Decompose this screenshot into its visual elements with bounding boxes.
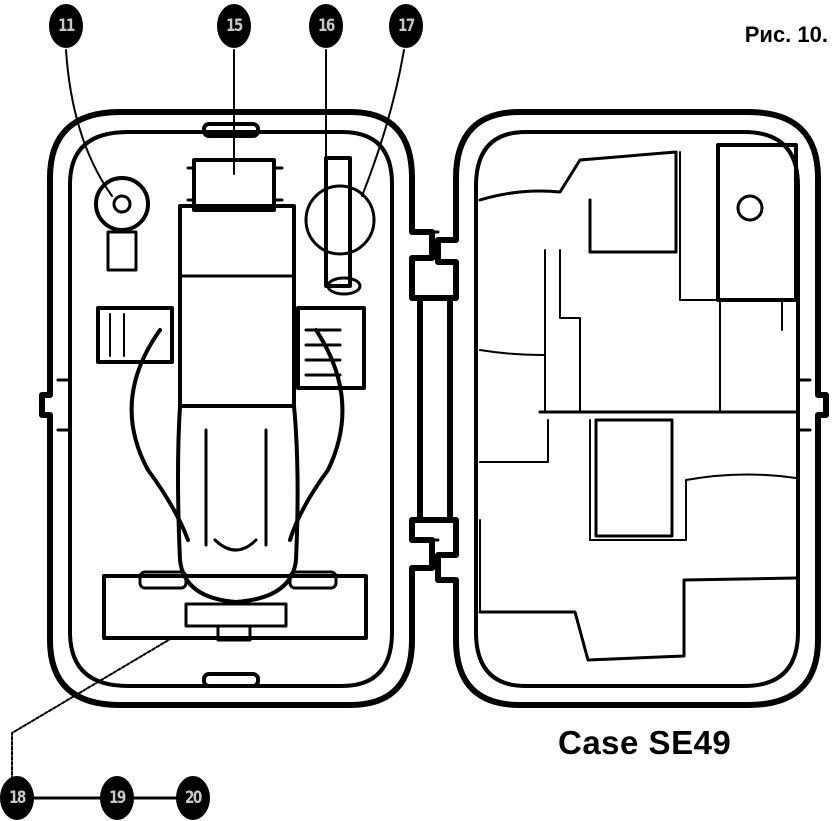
callout-19-number: 19 bbox=[109, 788, 126, 808]
leader-lines bbox=[11, 49, 405, 800]
callout-18: 18 bbox=[0, 776, 34, 820]
callout-19: 19 bbox=[100, 776, 134, 820]
instrument bbox=[94, 156, 376, 642]
callout-15: 15 bbox=[217, 4, 251, 48]
callout-15-number: 15 bbox=[226, 16, 243, 36]
callout-11: 11 bbox=[49, 4, 83, 48]
callout-20: 20 bbox=[176, 776, 210, 820]
callout-17: 17 bbox=[389, 4, 423, 48]
callout-17-number: 17 bbox=[398, 16, 415, 36]
case-right-half bbox=[410, 109, 829, 708]
figure-number: Рис. 10. bbox=[744, 22, 828, 47]
callout-11-number: 11 bbox=[58, 16, 75, 36]
callout-20-number: 20 bbox=[185, 788, 202, 808]
callout-16: 16 bbox=[309, 4, 343, 48]
callout-16-number: 16 bbox=[318, 16, 335, 36]
case-title: Case SE49 bbox=[558, 724, 732, 761]
case-left-half bbox=[39, 109, 453, 708]
callout-18-number: 18 bbox=[9, 788, 26, 808]
